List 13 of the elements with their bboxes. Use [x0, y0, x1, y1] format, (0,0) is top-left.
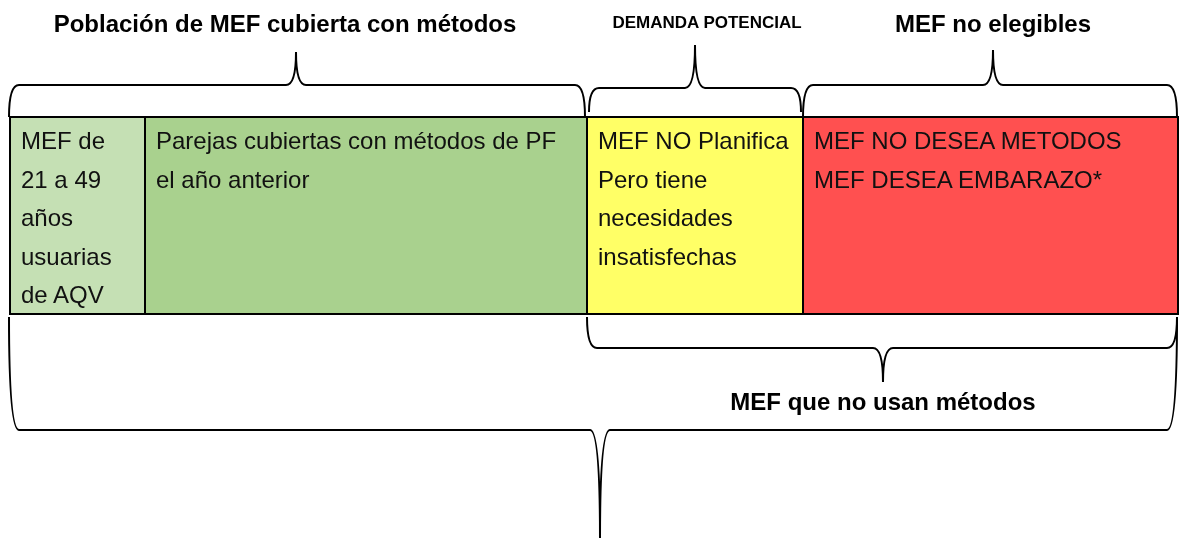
category-box: [586, 116, 804, 315]
category-box: [9, 116, 146, 315]
box-text: MEF de 21 a 49 años usuarias de AQV: [21, 126, 113, 310]
box-text: MEF NO DESEA METODOS: [814, 126, 1123, 156]
box-text: MEF NO Planifica Pero tiene necesidades insatisfechas: [598, 126, 790, 272]
bracket-label: MEF no elegibles: [895, 10, 1091, 38]
bracket-label: DEMANDA POTENCIAL: [612, 13, 802, 33]
box-text: MEF DESEA EMBARAZO*: [814, 164, 1104, 195]
category-box: [802, 116, 1179, 315]
box-text: Parejas cubiertas con métodos de PF el año anterior: [156, 126, 558, 195]
bracket-label: MEF que no usan métodos: [730, 388, 1036, 416]
category-box: [144, 116, 588, 315]
bracket-label: Población de MEF cubierta con métodos: [53, 10, 517, 38]
